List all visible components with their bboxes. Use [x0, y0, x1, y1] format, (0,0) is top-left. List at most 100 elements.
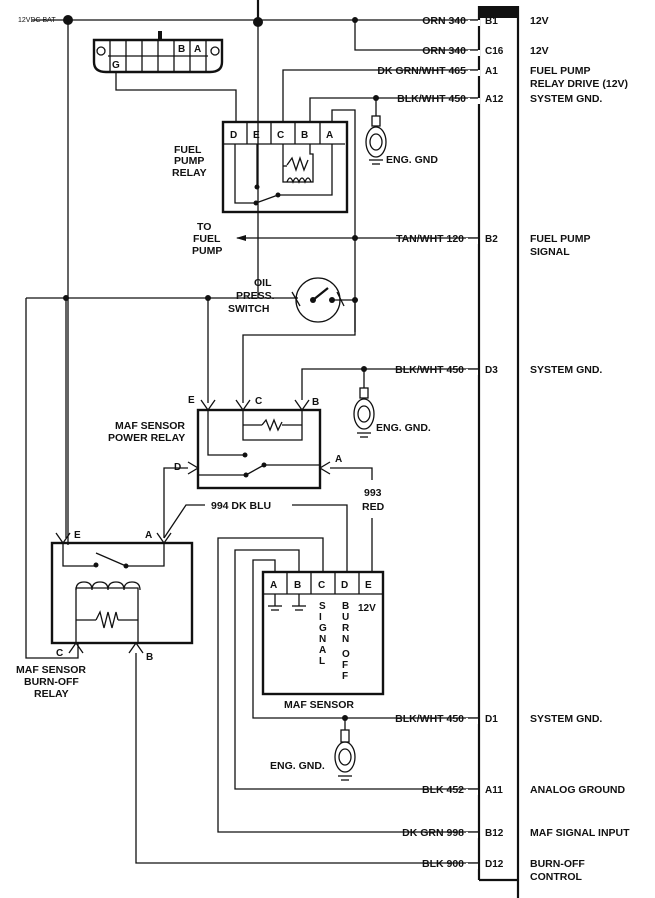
maf-pin-e: E	[365, 580, 372, 591]
ecm-pin-description: MAF SIGNAL INPUT	[530, 827, 630, 839]
ecm-pin-description: FUEL PUMP	[530, 65, 590, 77]
diag-pin-a: A	[194, 44, 201, 55]
fuel-pump-relay: D E C B A	[221, 120, 349, 214]
diag-pin-g: G	[112, 60, 120, 71]
wire-993-label: 993	[364, 487, 382, 499]
fpr-pin-e: E	[253, 130, 260, 141]
bor-pin-a: A	[145, 530, 152, 541]
to-fuel-pump-2: FUEL	[193, 233, 221, 245]
engine-ground-lug-1	[365, 98, 387, 165]
bor-pin-b: B	[146, 652, 153, 663]
ecm-pin-id: B2	[485, 234, 498, 245]
oil-pressure-switch	[291, 277, 355, 323]
maf-sensor-burn-off-relay: E A C B	[50, 530, 194, 663]
signal-letter: N	[319, 634, 326, 645]
maf-sensor-power-relay: E C B D A	[174, 395, 342, 490]
ecm-pin-id: C16	[485, 46, 504, 57]
ecm-connector	[477, 6, 520, 898]
eng-gnd-label-3: ENG. GND.	[270, 760, 325, 772]
wire-label: ORN 340	[422, 15, 466, 27]
wire-994-label: 994 DK BLU	[211, 500, 271, 512]
ecm-pin-id: B1	[485, 16, 498, 27]
ecm-pin-id: D12	[485, 859, 504, 870]
wire-label: DK GRN/WHT 465	[377, 65, 466, 77]
battery-label: 12VDC BAT	[18, 17, 56, 24]
ecm-pin-description: CONTROL	[530, 871, 582, 883]
burn-letter: R	[342, 623, 350, 634]
diag-pin-b: B	[178, 44, 185, 55]
ecm-pin-row: BLK/WHT 450 D3 SYSTEM GND.	[395, 364, 602, 376]
eng-gnd-label-2: ENG. GND.	[376, 422, 431, 434]
oil-switch-label-2: PRESS.	[236, 290, 275, 302]
engine-ground-lug-3	[334, 718, 356, 781]
wire-label: BLK 452	[422, 784, 464, 796]
bor-label-1: MAF SENSOR	[16, 664, 86, 676]
ecm-pin-description: RELAY DRIVE (12V)	[530, 78, 628, 90]
ecm-pin-description: SYSTEM GND.	[530, 93, 602, 105]
signal-letter: S	[319, 601, 326, 612]
ecm-pin-row: BLK/WHT 450 D1 SYSTEM GND.	[395, 713, 602, 725]
fpr-pin-a: A	[326, 130, 333, 141]
off-letter: F	[342, 671, 348, 682]
ecm-pin-id: D3	[485, 365, 498, 376]
eng-gnd-label-1: ENG. GND	[386, 154, 438, 166]
oil-switch-label-1: OIL	[254, 277, 272, 289]
fpr-label-2: PUMP	[174, 155, 204, 167]
bor-pin-e: E	[74, 530, 81, 541]
ecm-pin-row: DK GRN 998 B12 MAF SIGNAL INPUT	[402, 827, 630, 839]
signal-letter: I	[319, 612, 322, 623]
wire-label: BLK/WHT 450	[395, 364, 464, 376]
wire-label: BLK 900	[422, 858, 464, 870]
ecm-pin-description: 12V	[530, 15, 549, 27]
to-fuel-pump-3: PUMP	[192, 245, 222, 257]
maf-12v-label: 12V	[358, 603, 376, 614]
maf-pin-c: C	[318, 580, 325, 591]
burn-letter: B	[342, 601, 349, 612]
signal-letter: A	[319, 645, 326, 656]
mpr-pin-b: B	[312, 397, 319, 408]
ecm-pin-description: SYSTEM GND.	[530, 713, 602, 725]
ecm-pin-row: BLK 452 A11 ANALOG GROUND	[422, 784, 626, 796]
ecm-pin-description: ANALOG GROUND	[530, 784, 625, 796]
ecm-pin-description: SYSTEM GND.	[530, 364, 602, 376]
diagnostic-connector: B A G	[92, 31, 224, 74]
to-fuel-pump-1: TO	[197, 221, 211, 233]
burn-letter: N	[342, 634, 349, 645]
mpr-label-1: MAF SENSOR	[115, 420, 185, 432]
ecm-pin-id: A12	[485, 94, 504, 105]
mpr-label-2: POWER RELAY	[108, 432, 185, 444]
bor-pin-c: C	[56, 648, 63, 659]
fpr-label-1: FUEL	[174, 144, 202, 156]
bor-label-3: RELAY	[34, 688, 69, 700]
wire-label: BLK/WHT 450	[395, 713, 464, 725]
burn-letter: U	[342, 612, 349, 623]
ecm-pin-id: D1	[485, 714, 498, 725]
mpr-pin-a: A	[335, 454, 342, 465]
ecm-pin-id: A11	[485, 785, 503, 796]
ecm-pin-description: 12V	[530, 45, 549, 57]
wire-label: TAN/WHT 120	[396, 233, 464, 245]
fpr-pin-c: C	[277, 130, 284, 141]
maf-pin-a: A	[270, 580, 277, 591]
wire-label: BLK/WHT 450	[397, 93, 466, 105]
signal-letter: L	[319, 656, 325, 667]
fpr-label-3: RELAY	[172, 167, 207, 179]
bor-label-2: BURN-OFF	[24, 676, 79, 688]
ecm-pin-description: FUEL PUMP	[530, 233, 590, 245]
wire-label: DK GRN 998	[402, 827, 464, 839]
mpr-pin-e: E	[188, 395, 195, 406]
ecm-pin-id: B12	[485, 828, 504, 839]
ecm-pin-row: ORN 340 B1 12V	[422, 15, 548, 27]
mpr-pin-c: C	[255, 396, 262, 407]
engine-ground-lug-2	[353, 369, 375, 438]
wire-993-color: RED	[362, 501, 385, 513]
ecm-pin-row: BLK/WHT 450 A12 SYSTEM GND.	[397, 93, 602, 105]
oil-switch-label-3: SWITCH	[228, 303, 269, 315]
signal-letter: G	[319, 623, 327, 634]
ecm-pin-description: SIGNAL	[530, 246, 570, 258]
